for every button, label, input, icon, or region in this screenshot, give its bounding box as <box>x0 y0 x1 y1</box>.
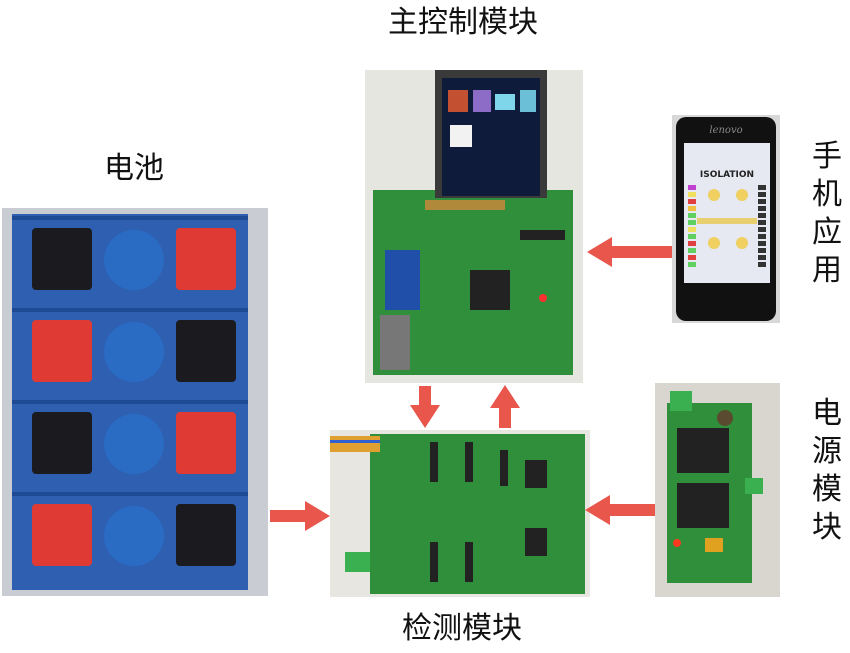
battery-negative-terminal <box>32 228 92 290</box>
battery-positive-terminal <box>176 228 236 290</box>
arrow-battery-to-detection <box>270 501 330 531</box>
status-led <box>688 262 696 267</box>
battery-photo <box>2 208 268 596</box>
status-led <box>688 185 696 190</box>
status-led <box>688 199 696 204</box>
status-indicator <box>758 192 766 197</box>
phone-brand-logo: lenovo <box>709 125 742 136</box>
phone-app-label: 手机应用 <box>812 139 842 288</box>
battery-positive-terminal <box>32 320 92 382</box>
status-led <box>688 220 696 225</box>
status-indicator <box>758 227 766 232</box>
battery-positive-terminal <box>32 504 92 566</box>
status-indicator <box>758 234 766 239</box>
battery-positive-terminal <box>176 412 236 474</box>
status-indicator <box>758 241 766 246</box>
battery-cap <box>104 230 164 290</box>
arrow-power-to-detection <box>585 495 655 525</box>
main-control-module-label: 主控制模块 <box>388 5 538 40</box>
arrow-detection-to-main <box>490 385 520 428</box>
status-indicator <box>758 213 766 218</box>
status-indicator <box>758 206 766 211</box>
arrow-phone-to-main <box>587 237 672 267</box>
arrow-main-to-detection <box>410 386 440 428</box>
power-module-photo <box>655 383 780 597</box>
status-led <box>688 248 696 253</box>
battery-label: 电池 <box>104 151 164 186</box>
status-indicator <box>758 199 766 204</box>
status-led <box>688 213 696 218</box>
battery-cap <box>104 506 164 566</box>
status-led <box>688 255 696 260</box>
battery-negative-terminal <box>32 412 92 474</box>
battery-cap <box>104 322 164 382</box>
battery-negative-terminal <box>176 320 236 382</box>
battery-cap <box>104 414 164 474</box>
status-indicator <box>758 255 766 260</box>
status-led <box>688 206 696 211</box>
battery-negative-terminal <box>176 504 236 566</box>
status-indicator <box>758 248 766 253</box>
status-led <box>688 234 696 239</box>
detection-module-label: 检测模块 <box>402 611 522 646</box>
detection-module-photo <box>330 430 590 597</box>
status-led <box>688 192 696 197</box>
power-module-label: 电源模块 <box>812 396 842 545</box>
phone-app-photo: lenovo ISOLATION <box>672 115 780 323</box>
status-led <box>688 227 696 232</box>
phone-app-title: ISOLATION <box>700 170 754 180</box>
main-control-photo <box>365 70 583 383</box>
status-indicator <box>758 220 766 225</box>
status-led <box>688 241 696 246</box>
status-indicator <box>758 262 766 267</box>
status-indicator <box>758 185 766 190</box>
